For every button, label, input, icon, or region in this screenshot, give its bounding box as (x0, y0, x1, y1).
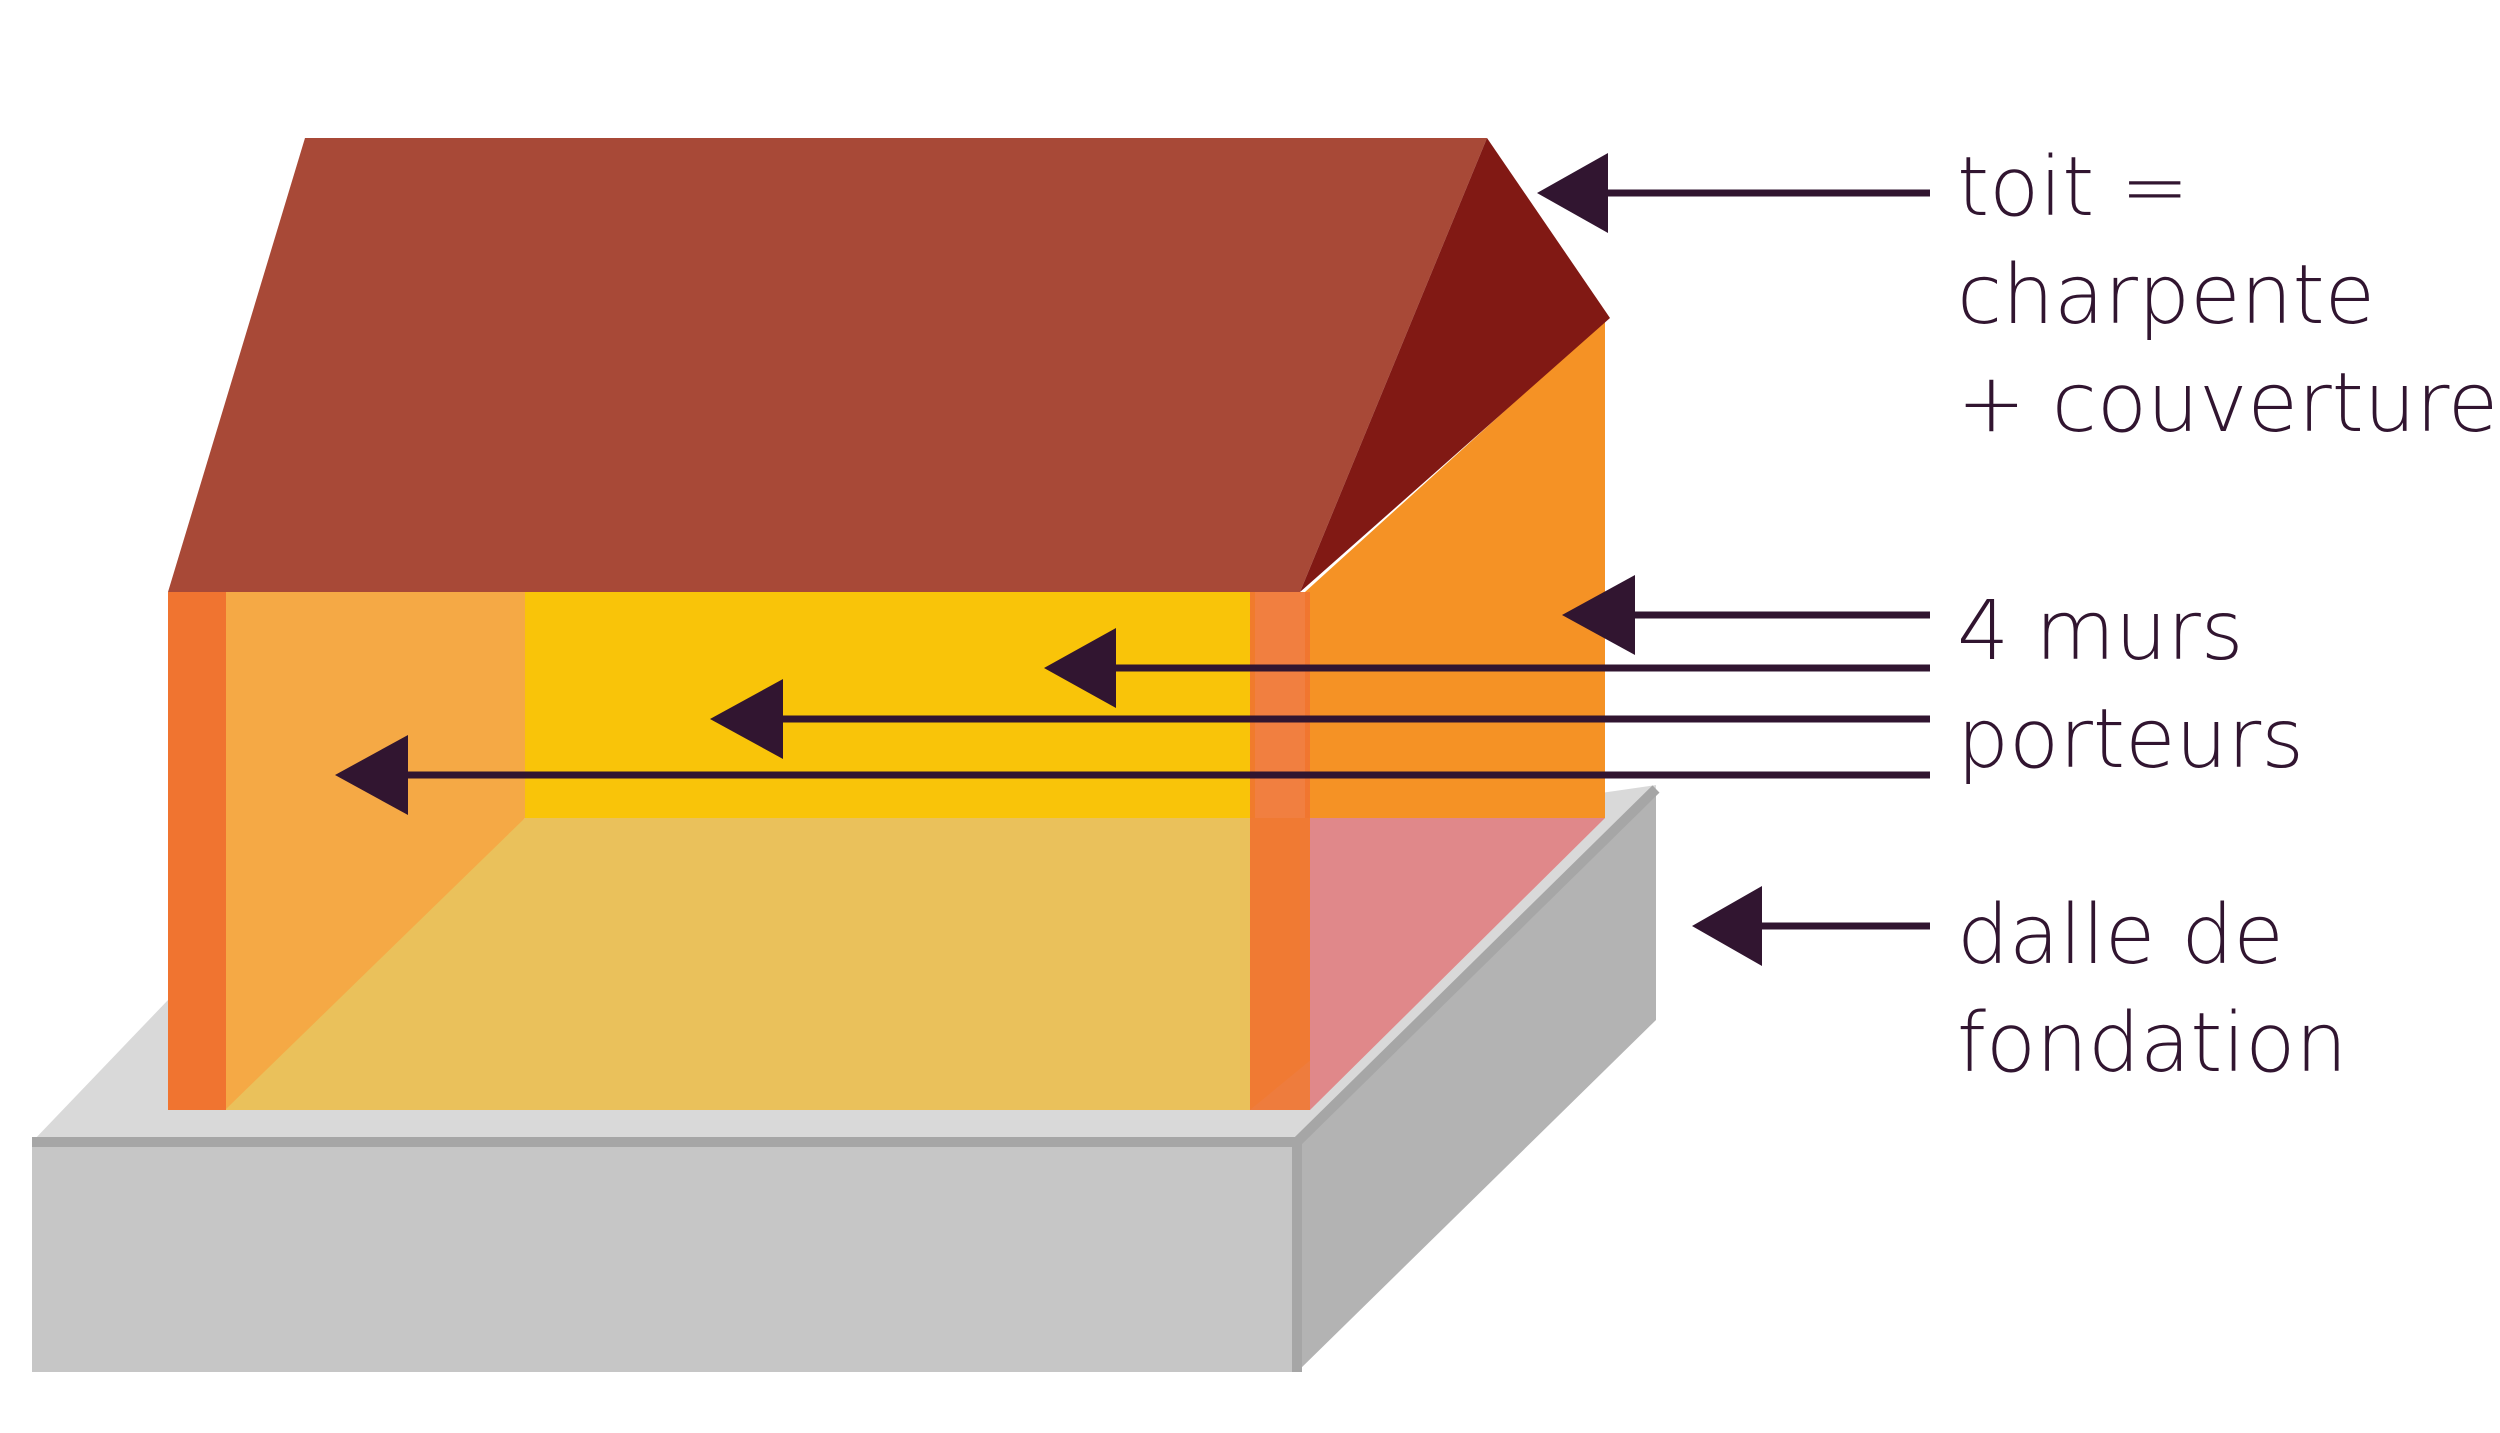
roof-side-face (1300, 138, 1610, 592)
roof-label-line-1: toit = (1957, 140, 2190, 235)
slab-label-line-2: fondation (1957, 996, 2348, 1091)
slab-label-line-1: dalle de (1957, 888, 2284, 983)
roof-label: toit = charpente + couverture (1957, 134, 2498, 458)
right-wall-arrow (710, 679, 1930, 759)
roof-label-line-2: charpente (1957, 248, 2376, 343)
roof-front-face (168, 138, 1487, 592)
walls-label-line-1: 4 murs (1957, 584, 2244, 679)
left-wall-arrow (335, 735, 1930, 815)
slab-side-edge (1293, 785, 1660, 1146)
annotation-arrows (335, 153, 1930, 966)
roof (168, 138, 1610, 592)
left-wall (170, 592, 525, 1110)
slab-front-face (32, 1142, 1297, 1372)
house-floor (170, 818, 1605, 1110)
front-right-post (1250, 592, 1310, 1110)
slab-label: dalle de fondation (1957, 882, 2347, 1098)
right-wall (1305, 320, 1605, 818)
roof-label-line-3: + couverture (1957, 356, 2499, 451)
house-floor-right (1310, 818, 1605, 1110)
front-left-post (168, 592, 226, 1110)
back-wall-arrow (1044, 628, 1930, 708)
back-wall (525, 592, 1255, 818)
slab-side-face (1297, 789, 1656, 1372)
load-bearing-walls (168, 320, 1605, 1110)
walls-label: 4 murs porteurs (1957, 578, 2304, 794)
slab-arrow (1692, 886, 1930, 966)
side-wall-arrow (1562, 575, 1930, 655)
roof-arrow (1537, 153, 1930, 233)
walls-label-line-2: porteurs (1957, 692, 2304, 787)
